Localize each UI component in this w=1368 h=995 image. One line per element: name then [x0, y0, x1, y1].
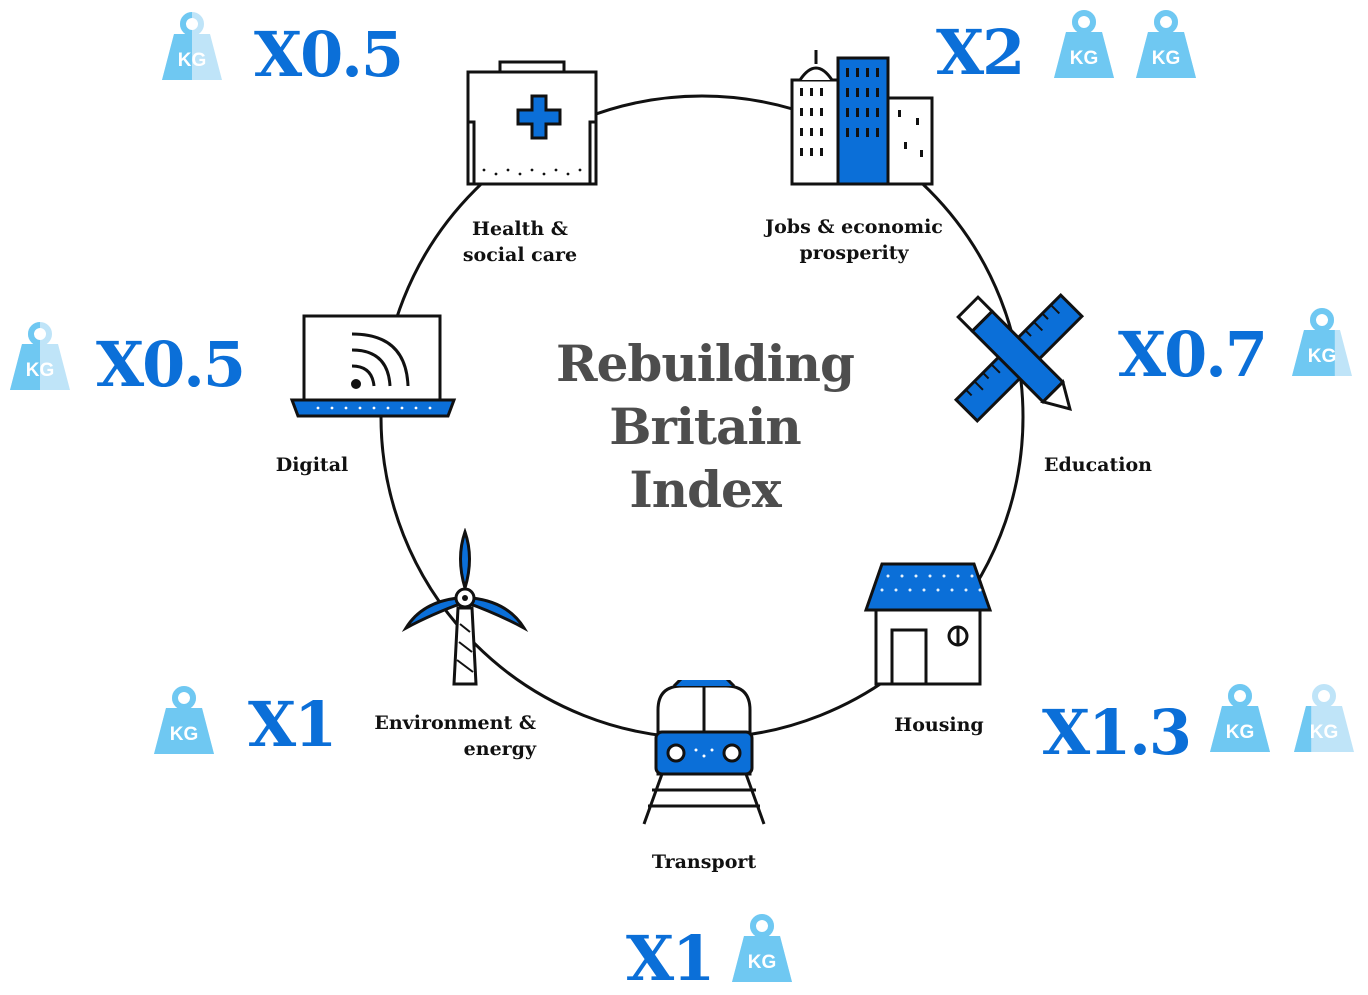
- label-education: Education: [1032, 452, 1164, 478]
- label-housing-line-1: Housing: [894, 714, 984, 736]
- svg-text:KG: KG: [1308, 346, 1337, 367]
- kg-weight-icon: KG: [730, 912, 794, 984]
- label-health-line-2: social care: [462, 244, 578, 266]
- svg-text:KG: KG: [1152, 48, 1181, 69]
- kg-weight-icon: KG: [1208, 682, 1272, 754]
- label-jobs-line-1: Jobs & economic: [765, 216, 943, 238]
- city-buildings-icon: [790, 50, 934, 186]
- medical-kit-icon: [466, 60, 598, 186]
- multiplier-jobs: X2: [936, 16, 1025, 89]
- kg-weight-icon: KG: [1052, 8, 1116, 80]
- kg-weight-icon: KG: [152, 684, 216, 756]
- laptop-wifi-icon: [289, 314, 457, 418]
- label-environment: Environment & energy: [346, 710, 536, 762]
- label-transport-line-1: Transport: [651, 851, 757, 873]
- label-education-line-1: Education: [1044, 454, 1152, 476]
- svg-text:KG: KG: [1310, 722, 1339, 743]
- ruler-pencil-icon: [953, 292, 1085, 424]
- kg-weight-icon: KG: [1134, 8, 1198, 80]
- title-line-2: Britain: [609, 397, 801, 456]
- label-jobs: Jobs & economic prosperity: [748, 214, 960, 266]
- title-line-3: Index: [629, 460, 781, 519]
- svg-text:KG: KG: [1226, 722, 1255, 743]
- multiplier-health: X0.5: [254, 18, 404, 91]
- svg-text:KG: KG: [1070, 48, 1099, 69]
- label-transport: Transport: [636, 849, 772, 875]
- multiplier-housing: X1.3: [1042, 696, 1192, 769]
- label-housing: Housing: [884, 712, 994, 738]
- label-environment-line-1: Environment &: [374, 712, 536, 734]
- kg-weight-icon: KG: [160, 10, 224, 82]
- multiplier-transport: X1: [626, 922, 715, 995]
- wind-turbine-icon: [401, 528, 529, 686]
- svg-text:KG: KG: [178, 50, 207, 71]
- multiplier-environment: X1: [248, 688, 337, 761]
- kg-weight-icon: KG: [1292, 682, 1356, 754]
- label-digital-line-1: Digital: [275, 454, 349, 476]
- house-icon: [863, 562, 993, 686]
- label-jobs-line-2: prosperity: [799, 242, 909, 264]
- label-environment-line-2: energy: [463, 738, 536, 760]
- svg-text:KG: KG: [170, 724, 199, 745]
- kg-weight-icon: KG: [8, 320, 72, 392]
- svg-text:KG: KG: [748, 952, 777, 973]
- label-health: Health & social care: [448, 216, 592, 268]
- train-icon: [642, 680, 766, 825]
- label-digital: Digital: [262, 452, 362, 478]
- diagram-title: Rebuilding Britain Index: [480, 332, 930, 521]
- svg-text:KG: KG: [26, 360, 55, 381]
- title-line-1: Rebuilding: [556, 334, 855, 393]
- label-health-line-1: Health &: [472, 218, 568, 240]
- multiplier-education: X0.7: [1118, 318, 1268, 391]
- multiplier-digital: X0.5: [96, 328, 246, 401]
- kg-weight-icon: KG: [1290, 306, 1354, 378]
